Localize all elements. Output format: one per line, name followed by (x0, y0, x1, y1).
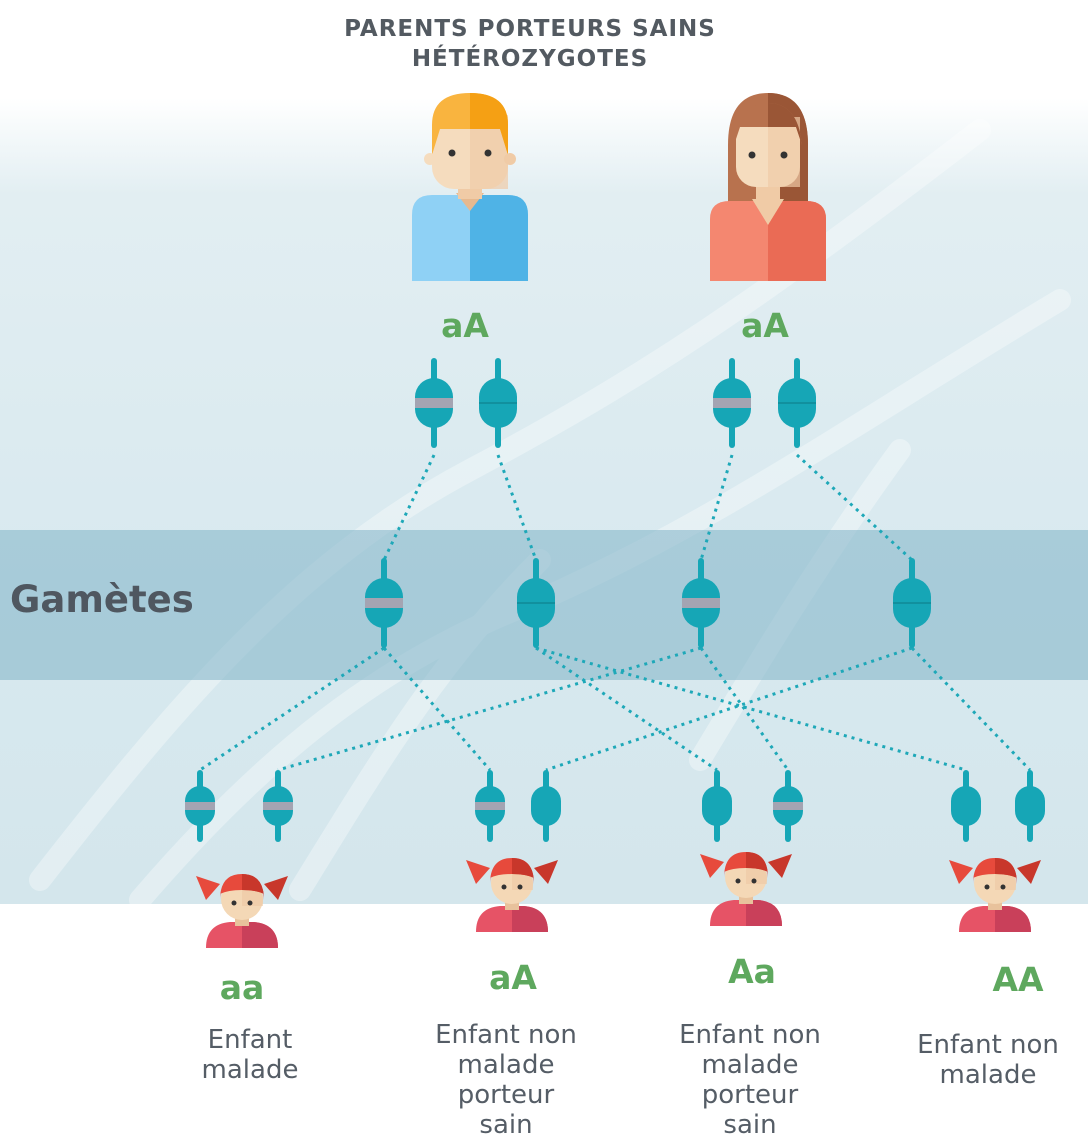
desc-line: Enfant non (435, 1020, 577, 1050)
title-line-1: PARENTS PORTEURS SAINS (344, 16, 716, 42)
desc-line: porteur (701, 1080, 799, 1110)
gametes-label: Gamètes (10, 578, 194, 621)
child-1-description: Enfant malade (150, 1025, 350, 1085)
father-genotype: aA (441, 306, 489, 345)
desc-line: malade (201, 1055, 299, 1085)
diagram-title: PARENTS PORTEURS SAINS HÉTÉROZYGOTES (300, 14, 760, 74)
desc-line: Enfant (207, 1025, 293, 1055)
child-4-description: Enfant non malade (888, 1030, 1088, 1090)
child-2-description: Enfant non malade porteur sain (406, 1020, 606, 1140)
father-icon (412, 93, 528, 281)
desc-line: Enfant non (679, 1020, 821, 1050)
mother-genotype: aA (741, 306, 789, 345)
child-3-genotype: Aa (728, 952, 776, 991)
desc-line: Enfant non (917, 1030, 1059, 1060)
desc-line: sain (723, 1110, 777, 1140)
desc-line: malade (939, 1060, 1037, 1090)
desc-line: malade (457, 1050, 555, 1080)
child-2-genotype: aA (489, 958, 537, 997)
child-3-description: Enfant non malade porteur sain (650, 1020, 850, 1140)
desc-line: sain (479, 1110, 533, 1140)
title-line-2: HÉTÉROZYGOTES (411, 46, 649, 72)
mother-icon (710, 93, 826, 281)
child-4-genotype: AA (992, 960, 1044, 999)
desc-line: malade (701, 1050, 799, 1080)
desc-line: porteur (457, 1080, 555, 1110)
inheritance-lines (199, 453, 1032, 772)
child-1-genotype: aa (219, 968, 265, 1007)
